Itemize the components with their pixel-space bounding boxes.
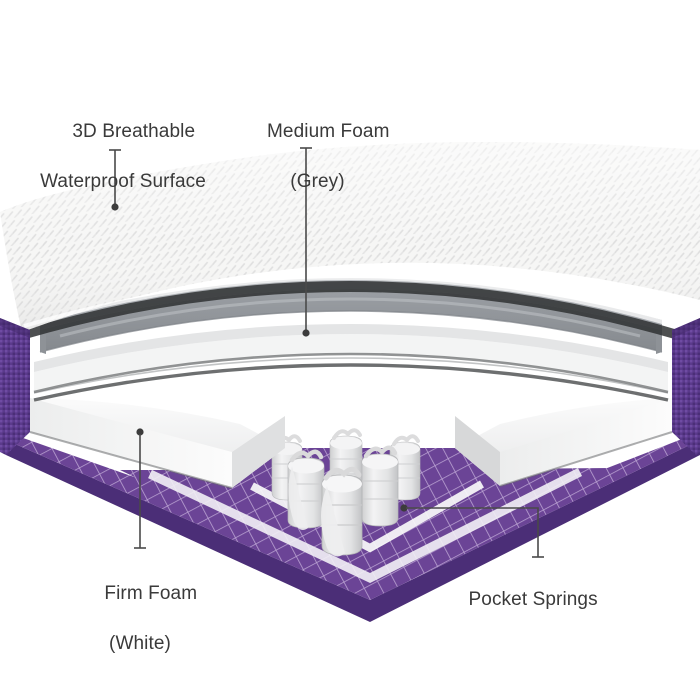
spring-coil — [321, 466, 363, 557]
purple-border-right — [672, 318, 700, 455]
label-line-1: Firm Foam — [104, 583, 198, 604]
leader-surface — [109, 149, 121, 211]
leader-firm — [134, 428, 146, 549]
label-line-2: Waterproof Surface — [40, 171, 206, 192]
label-line-2: (Grey) — [290, 171, 345, 192]
leader-pocket — [400, 504, 544, 558]
label-3d-breathable-waterproof-surface: 3D Breathable Waterproof Surface — [33, 94, 213, 244]
purple-border-left — [0, 318, 30, 455]
label-line-1: Pocket Springs — [468, 589, 598, 610]
spring-coil — [287, 449, 325, 530]
spring-coil — [361, 445, 399, 527]
label-medium-foam-grey: Medium Foam (Grey) — [240, 94, 395, 244]
label-firm-foam-white: Firm Foam (White) — [60, 556, 220, 700]
pocket-springs-group — [271, 428, 421, 557]
label-pocket-springs: Pocket Springs — [447, 562, 617, 637]
label-line-1: 3D Breathable — [72, 121, 196, 142]
firm-foam-layer — [29, 357, 673, 489]
label-line-1: Medium Foam — [266, 121, 390, 142]
leader-medium — [300, 147, 312, 337]
firm-foam-arc-band — [33, 324, 669, 394]
label-line-2: (White) — [109, 633, 171, 654]
top-cover-layer — [0, 142, 700, 340]
leader-lines — [109, 147, 544, 558]
